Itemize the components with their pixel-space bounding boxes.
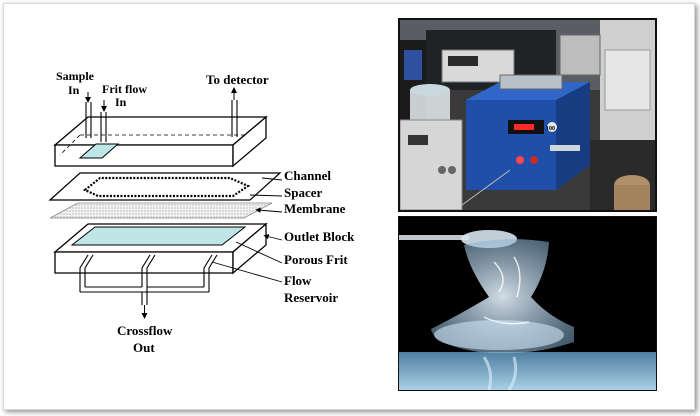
detector-outlet-pipe: [231, 100, 238, 137]
top-block-hidden-lines: [59, 134, 245, 156]
sample-inlet-pipe: [85, 102, 92, 138]
crossflow-piping: [79, 254, 218, 305]
top-block: [53, 115, 268, 168]
label-porous-frit: Porous Frit: [284, 252, 348, 267]
label-sample-line2: In: [68, 83, 80, 97]
label-channel: Channel: [284, 168, 331, 183]
inlet-frit-pad: [78, 143, 120, 159]
af4-channel-diagram: Sample In Frit flow In To detector Chann…: [48, 69, 355, 355]
instrument-badge: 100: [546, 126, 555, 132]
channel-cutout: [82, 176, 251, 198]
frit-inlet-pipe: [100, 112, 107, 142]
label-frit-flow-line1: Frit flow: [102, 82, 147, 96]
lab-equipment-photo: 100: [398, 18, 657, 212]
label-frit-flow-line2: In: [115, 95, 127, 109]
dropper-rod: [399, 235, 469, 240]
controller-box: [400, 119, 463, 210]
label-membrane: Membrane: [284, 201, 346, 216]
label-spacer: Spacer: [284, 185, 323, 200]
reflective-surface: [399, 352, 656, 390]
label-outlet-block: Outlet Block: [284, 229, 355, 244]
label-sample-line1: Sample: [56, 69, 95, 83]
label-flow: Flow: [284, 273, 312, 288]
label-crossflow-line2: Out: [133, 340, 155, 355]
label-to-detector: To detector: [206, 72, 269, 87]
porous-frit: [70, 226, 247, 246]
leader-lines: [211, 177, 283, 283]
label-reservoir: Reservoir: [284, 290, 338, 305]
label-crossflow-line1: Crossflow: [117, 323, 173, 338]
gel-sample-photo: [398, 216, 657, 391]
membrane-sheet: [49, 202, 273, 219]
